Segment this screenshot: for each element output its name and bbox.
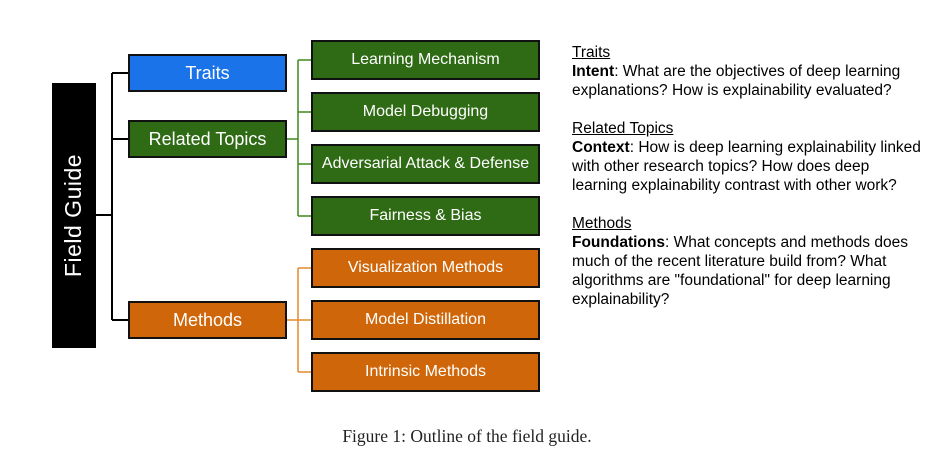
model-distillation-label: Model Distillation	[365, 311, 486, 328]
adversarial-attack-defense-node: Adversarial Attack & Defense	[311, 144, 540, 184]
intrinsic-methods-node: Intrinsic Methods	[311, 352, 540, 392]
description-panel: Traits Intent: What are the objectives o…	[572, 43, 927, 328]
model-distillation-node: Model Distillation	[311, 300, 540, 340]
model-debugging-node: Model Debugging	[311, 92, 540, 132]
related-topics-description: Related Topics Context: How is deep lear…	[572, 119, 927, 195]
traits-label: Traits	[185, 62, 230, 83]
traits-text: : What are the objectives of deep learni…	[572, 63, 901, 99]
field-guide-label: Field Guide	[60, 153, 87, 278]
visualization-methods-node: Visualization Methods	[311, 248, 540, 288]
figure-caption: Figure 1: Outline of the field guide.	[342, 426, 592, 446]
traits-heading: Traits	[572, 44, 611, 61]
learning-mechanism-node: Learning Mechanism	[311, 40, 540, 80]
learning-mechanism-label: Learning Mechanism	[351, 51, 500, 68]
related-topics-label: Related Topics	[148, 128, 267, 149]
methods-heading: Methods	[572, 215, 632, 232]
traits-node: Traits	[128, 54, 287, 92]
methods-description: Methods Foundations: What concepts and m…	[572, 214, 927, 309]
related-topics-wires	[287, 59, 311, 217]
adversarial-attack-defense-label: Adversarial Attack & Defense	[321, 155, 530, 172]
methods-label: Methods	[172, 309, 243, 330]
fairness-bias-node: Fairness & Bias	[311, 196, 540, 236]
methods-node: Methods	[128, 301, 287, 339]
related-topics-heading: Related Topics	[572, 120, 674, 137]
traits-keyword: Intent	[572, 63, 615, 80]
related-topics-text: : How is deep learning explainability li…	[572, 139, 921, 194]
field-guide-root: Field Guide	[52, 83, 96, 348]
methods-keyword: Foundations	[572, 234, 665, 251]
traits-description: Traits Intent: What are the objectives o…	[572, 43, 927, 100]
related-topics-node: Related Topics	[128, 120, 287, 158]
methods-text: : What concepts and methods does much of…	[572, 234, 908, 308]
fairness-bias-label: Fairness & Bias	[369, 207, 482, 224]
intrinsic-methods-label: Intrinsic Methods	[365, 363, 486, 380]
methods-wires	[287, 267, 311, 373]
related-topics-keyword: Context	[572, 139, 630, 156]
model-debugging-label: Model Debugging	[362, 103, 489, 120]
visualization-methods-label: Visualization Methods	[347, 259, 504, 276]
